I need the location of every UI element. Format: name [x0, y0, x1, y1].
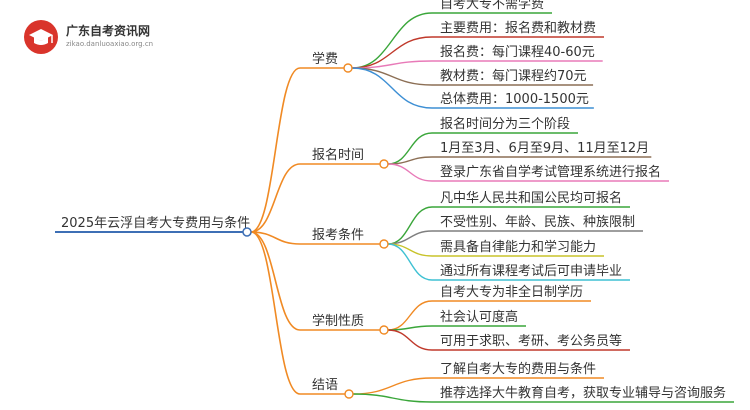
leaf-topic: 需具备自律能力和学习能力 — [440, 239, 596, 255]
branch-link — [250, 231, 301, 331]
mind-map-nodes: 2025年云浮自考大专费用与条件学费自考大专不需学费主要费用：报名费和教材费报名… — [55, 0, 734, 403]
leaf-topic: 报名费：每门课程40-60元 — [440, 44, 595, 60]
leaf-topic: 主要费用：报名费和教材费 — [440, 20, 596, 36]
leaf-topic: 可用于求职、考研、考公务员等 — [440, 333, 622, 349]
branch-topic: 结语 — [312, 378, 338, 393]
leaf-topic: 总体费用：1000-1500元 — [440, 92, 589, 107]
site-url: zikao.danluoaxiao.org.cn — [66, 40, 154, 48]
leaf-link — [387, 243, 433, 281]
leaf-topic: 1月至3月、6月至9月、11月至12月 — [440, 141, 649, 156]
leaf-topic: 社会认可度高 — [440, 309, 518, 325]
leaf-topic: 自考大专不需学费 — [440, 0, 544, 12]
leaf-topic: 报名时间分为三个阶段 — [440, 116, 570, 132]
site-name: 广东自考资讯网 — [66, 24, 151, 38]
leaf-topic: 不受性别、年龄、民族、种族限制 — [440, 214, 635, 230]
leaf-link — [351, 12, 433, 69]
leaf-topic: 登录广东省自学考试管理系统进行报名 — [440, 164, 661, 180]
root-topic: 2025年云浮自考大专费用与条件 — [61, 215, 250, 231]
branch-topic: 学制性质 — [312, 313, 364, 329]
branch-topic: 学费 — [312, 51, 338, 67]
leaf-topic: 凡中华人民共和国公民均可报名 — [440, 190, 622, 206]
leaf-topic: 教材费：每门课程约70元 — [440, 68, 587, 84]
leaf-link — [352, 393, 433, 403]
root-collapse-dot — [242, 227, 252, 237]
site-logo: 广东自考资讯网 zikao.danluoaxiao.org.cn — [24, 20, 244, 56]
branch-link — [250, 231, 301, 395]
leaf-link — [351, 67, 433, 86]
leaf-link — [387, 329, 433, 351]
leaf-link — [387, 300, 433, 331]
leaf-link — [351, 36, 433, 69]
leaf-topic: 了解自考大专的费用与条件 — [440, 361, 596, 377]
leaf-link — [351, 67, 433, 109]
leaf-link — [387, 132, 433, 165]
leaf-link — [387, 163, 433, 182]
branch-link — [250, 67, 301, 233]
branch-collapse-dot — [379, 239, 389, 249]
graduation-cap-icon — [24, 20, 58, 54]
branch-link — [250, 163, 301, 233]
mind-map-links — [250, 12, 433, 403]
branch-collapse-dot — [379, 325, 389, 335]
branch-collapse-dot — [344, 389, 354, 399]
leaf-topic: 推荐选择大牛教育自考，获取专业辅导与咨询服务 — [440, 385, 726, 401]
leaf-topic: 通过所有课程考试后可申请毕业 — [440, 264, 622, 279]
leaf-link — [387, 206, 433, 245]
leaf-link — [352, 377, 433, 395]
leaf-topic: 自考大专为非全日制学历 — [440, 284, 583, 300]
branch-topic: 报考条件 — [312, 227, 364, 243]
leaf-link — [387, 325, 433, 331]
branch-collapse-dot — [379, 159, 389, 169]
branch-link — [250, 231, 301, 245]
branch-collapse-dot — [343, 63, 353, 73]
branch-topic: 报名时间 — [312, 147, 364, 163]
